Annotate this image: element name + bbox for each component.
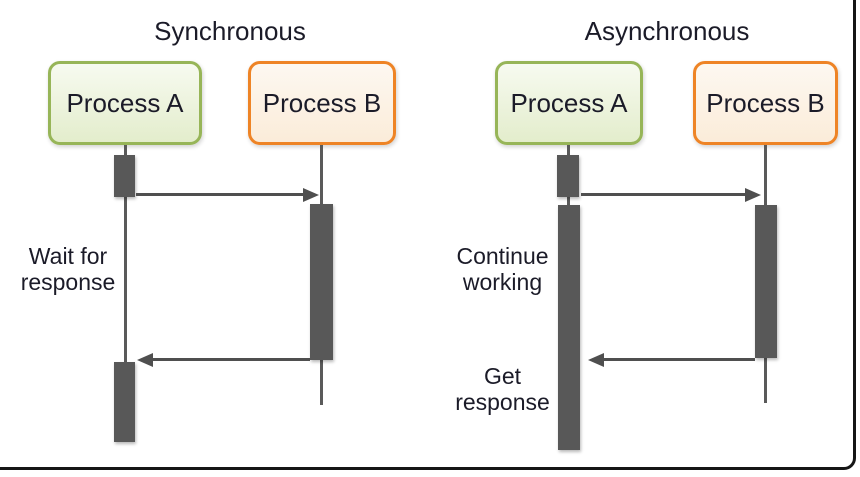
async-response-arrow-head-icon [588, 353, 604, 367]
sync-response-arrow-head-icon [137, 353, 153, 367]
async-request-arrow-line [581, 193, 746, 196]
sync-diagram-title: Synchronous [154, 16, 306, 46]
async-get-response-label: Get response [455, 363, 550, 415]
sync-process-a-activation-2 [114, 362, 135, 442]
async-request-arrow-head-icon [745, 188, 761, 202]
async-continue-working-label: Continue working [456, 243, 549, 295]
async-process-b-box: Process B [693, 61, 838, 145]
async-response-arrow-line [603, 358, 755, 361]
async-process-a-activation-2 [558, 205, 580, 450]
sync-request-arrow-line [136, 193, 304, 196]
sync-process-a-activation-1 [114, 155, 135, 197]
async-process-a-label: Process A [510, 87, 628, 118]
sync-process-a-label: Process A [66, 87, 184, 118]
async-process-a-activation-1 [557, 155, 579, 197]
sync-process-b-label: Process B [262, 87, 382, 118]
async-process-b-activation [755, 205, 777, 358]
sync-process-a-lifeline [124, 145, 127, 442]
sync-request-arrow-head-icon [303, 188, 319, 202]
sync-process-b-activation [310, 204, 333, 360]
sync-process-b-box: Process B [248, 61, 396, 145]
sync-process-a-box: Process A [48, 61, 202, 145]
sync-wait-for-response-label: Wait for response [20, 243, 116, 295]
async-diagram-title: Asynchronous [584, 16, 750, 46]
async-process-a-box: Process A [495, 61, 643, 145]
async-process-b-label: Process B [706, 87, 825, 118]
sync-response-arrow-line [152, 358, 310, 361]
